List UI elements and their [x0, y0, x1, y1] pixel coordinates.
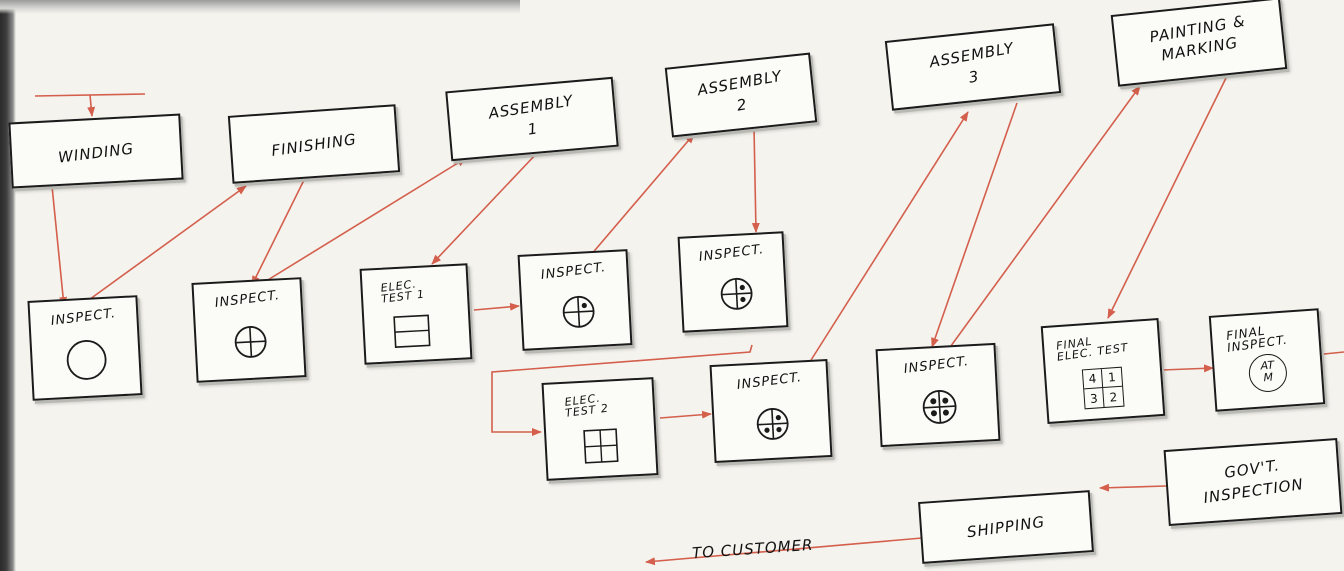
final-inspect-circle-symbol: AT M	[1247, 352, 1289, 394]
inspect1-box: INSPECT.	[27, 295, 143, 401]
assembly1-box: ASSEMBLY 1	[445, 76, 619, 162]
inspect3-label: INSPECT.	[540, 260, 607, 283]
arrow-inspect6-painting	[947, 85, 1141, 351]
inspect-circle-symbol	[66, 340, 107, 380]
inspect-cross-circle-four-dots-symbol	[922, 390, 957, 424]
shipping-label: SHIPPING	[965, 512, 1047, 542]
final-elec-test-box: FINAL ELEC. TEST 4 1 3 2	[1040, 318, 1166, 424]
arrow-shipping-customer	[645, 537, 923, 566]
inspect6-box: INSPECT.	[875, 342, 1001, 448]
arrow-inspect5-assembly3	[805, 111, 969, 369]
inspect2-label: INSPECT.	[213, 288, 281, 311]
inspect-cross-circle-three-dots-symbol	[756, 408, 789, 440]
arrow-assembly1-elec1	[431, 151, 539, 265]
elec-test-split-square-symbol	[393, 314, 431, 348]
inspect1-label: INSPECT.	[49, 306, 117, 329]
inspect-cross-circle-two-dots-symbol	[720, 277, 753, 310]
arrow-assembly2-inspect4	[751, 127, 760, 233]
govt-inspection-box: GOV'T. INSPECTION	[1163, 438, 1343, 526]
arrow-winding-inspect1	[51, 185, 68, 307]
arrow-inspect4-elec2	[491, 344, 753, 436]
final-inspect-box: FINAL INSPECT. AT M	[1208, 308, 1326, 412]
shipping-box: SHIPPING	[918, 490, 1094, 564]
inspect4-label: INSPECT.	[698, 242, 765, 265]
arrow-inspect3-assembly2	[589, 133, 695, 257]
grid-cell: 4	[1082, 369, 1104, 390]
arrow-inspect1-finishing	[85, 185, 247, 303]
arrow-inspect2-assembly1	[257, 157, 467, 287]
finishing-label: FINISHING	[270, 130, 358, 160]
finishing-box: FINISHING	[227, 104, 401, 184]
arrow-finalelec-finalinspect	[1161, 364, 1214, 373]
arrow-painting-finalelec	[1107, 77, 1227, 319]
elec-test1-box: ELEC. TEST 1	[359, 263, 473, 365]
inspect2-box: INSPECT.	[191, 277, 307, 383]
inspect-cross-circle-dot-symbol	[562, 295, 595, 328]
arrow-finalinspect-exit	[1323, 351, 1344, 355]
arrow-elec2-inspect5	[659, 410, 712, 419]
grid-cell: 2	[1109, 389, 1118, 405]
inspect5-label: INSPECT.	[736, 370, 803, 393]
grid-cell: 1	[1101, 367, 1123, 389]
inspect3-box: INSPECT.	[517, 249, 633, 351]
inspect-cross-circle-symbol	[234, 326, 267, 358]
winding-label: WINDING	[57, 139, 136, 167]
arrow-govt-shipping	[1099, 483, 1167, 492]
arrow-elec1-inspect3	[473, 302, 520, 311]
inspect6-label: INSPECT.	[903, 354, 970, 377]
grid-cell: 3	[1084, 388, 1105, 409]
inspect4-box: INSPECT.	[677, 231, 789, 333]
page-top-shadow	[0, 0, 520, 14]
final-elec-grid-symbol: 4 1 3 2	[1081, 366, 1125, 410]
elec-test-quad-square-symbol	[583, 428, 619, 464]
input-feed-drop	[87, 94, 96, 117]
arrow-finishing-inspect2	[251, 175, 307, 286]
arrow-assembly3-inspect6	[931, 102, 1018, 348]
inspect5-box: INSPECT.	[709, 358, 833, 464]
final-inspect-symbol-bottom: M	[1263, 370, 1274, 385]
winding-box: WINDING	[8, 113, 184, 189]
elec-test2-box: ELEC. TEST 2	[541, 377, 659, 481]
